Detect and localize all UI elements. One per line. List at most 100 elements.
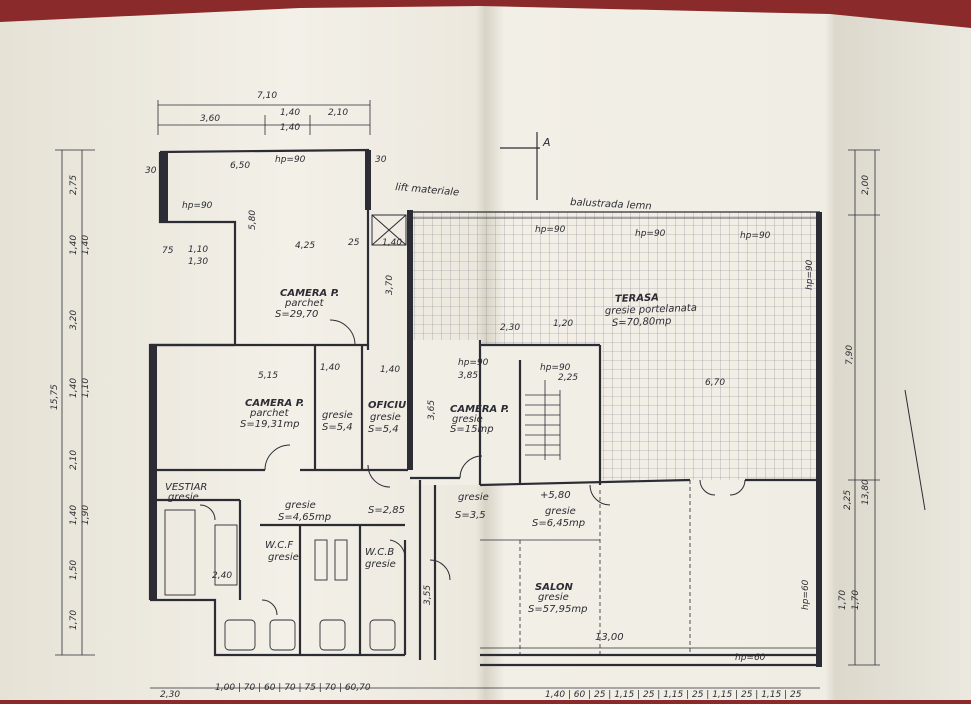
svg-text:S=19,31mp: S=19,31mp [240,419,299,430]
dim-left-j: 1,50 [69,560,79,580]
dim-top-3: 2,10 [328,108,348,118]
room-hol: gresie S=4,65mp [278,500,331,523]
dim-left-c: 1,40 [81,235,91,255]
room-camera-1: CAMERA P. parchet S=29,70 [275,288,339,320]
hall-cutout [412,340,482,485]
dim-670: 6,70 [705,378,725,388]
dim-top-4: 1,40 [280,123,300,133]
room-hol-2-area: S=2,85 [368,505,405,516]
hp90-f: hp=90 [805,259,815,290]
dim-365: 3,65 [427,400,437,420]
dim-515: 5,15 [258,371,278,381]
dim-right-e: 1,70 [838,590,848,610]
dim-left-a: 2,75 [69,175,79,195]
dim-580: 5,80 [248,210,258,230]
stairs [525,380,561,460]
svg-text:gresie: gresie [370,412,401,423]
room-vestiar: VESTIAR gresie [165,482,207,503]
dim-left-k: 1,70 [69,610,79,630]
dim-right-a: 2,00 [861,175,871,195]
dim-right-d: 2,25 [843,490,853,510]
hp90-c: hp=90 [535,225,566,235]
svg-text:W.C.B: W.C.B [365,547,394,558]
dim-425: 4,25 [295,241,315,251]
dim-bottom-2: 1,00 | 70 | 60 | 70 | 75 | 70 | 60,70 [215,683,371,693]
dim-355: 3,55 [423,585,433,605]
svg-text:parchet: parchet [249,408,290,419]
dim-left-f: 1,10 [81,378,91,398]
hp90-e: hp=90 [740,231,771,241]
hp90-b: hp=90 [182,201,213,211]
room-oficiu: OFICIU gresie S=5,4 [368,400,406,435]
hp90-d: hp=90 [635,229,666,239]
room-camera-3: CAMERA P. gresie S=15mp [450,404,509,435]
dim-left-b: 1,40 [69,235,79,255]
dim-right-c: 13,80 [861,479,871,505]
dim-left-i: 1,90 [81,505,91,525]
svg-text:S=15mp: S=15mp [450,424,494,435]
dim-240: 2,40 [212,571,232,581]
svg-text:gresie: gresie [452,414,483,425]
balustrade-label: balustrada lemn [570,197,652,212]
hp90-h: hp=90 [458,358,489,368]
dim-top-2: 1,40 [280,108,300,118]
svg-text:VESTIAR: VESTIAR [165,482,207,493]
dim-140a: 1,40 [382,238,402,248]
svg-text:S=70,80mp: S=70,80mp [612,316,672,329]
svg-text:CAMERA P.: CAMERA P. [450,404,509,415]
dim-110: 1,10 [188,245,208,255]
edge-mark [904,389,926,511]
dim-225: 2,25 [558,373,578,383]
dim-right-f: 1,70 [851,590,861,610]
room-salon: SALON gresie S=57,95mp [528,582,587,615]
dim-left-h: 1,40 [69,505,79,525]
room-hol-3: gresie S=3,5 [455,492,489,521]
section-marker [500,132,540,200]
walls [148,148,822,667]
dim-top-total: 7,10 [257,91,277,101]
room-wcb: W.C.B gresie [365,547,396,570]
left-dimension-lines [55,149,95,656]
dim-75: 75 [162,246,174,256]
dim-140b: 1,40 [320,363,340,373]
fixtures [164,509,396,651]
dim-left-e: 1,40 [69,378,79,398]
svg-text:gresie: gresie [285,500,316,511]
svg-text:S=5,4: S=5,4 [322,422,353,433]
dim-left-g: 2,10 [69,450,79,470]
svg-text:gresie: gresie [458,492,489,503]
svg-text:S=4,65mp: S=4,65mp [278,512,331,523]
dim-370: 3,70 [385,275,395,295]
dim-bottom-3: 1,40 | 60 | 25 | 1,15 | 25 | 1,15 | 25 |… [545,690,802,700]
hp60-b: hp=60 [735,653,766,663]
dim-top-1: 3,60 [200,114,220,124]
hp90-g: hp=90 [540,363,571,373]
svg-text:gresie portelanata: gresie portelanata [605,303,697,317]
right-dimension-lines [848,149,880,666]
svg-text:OFICIU: OFICIU [368,400,406,411]
room-camera-2: CAMERA P. parchet S=19,31mp [240,398,304,430]
dim-140c: 1,40 [380,365,400,375]
dim-1300: 13,00 [595,632,624,643]
svg-text:S=57,95mp: S=57,95mp [528,604,587,615]
dim-385: 3,85 [458,371,478,381]
plus-580-label: +5,80 [540,490,571,501]
svg-text:gresie: gresie [322,410,353,421]
top-dimension-lines [157,100,371,135]
svg-text:CAMERA P.: CAMERA P. [280,288,339,299]
lift-box [371,214,407,246]
hp90-a: hp=90 [275,155,306,165]
dim-left-total: 15,75 [50,384,60,410]
svg-text:S=5,4: S=5,4 [368,424,399,435]
dim-650: 6,50 [230,161,250,171]
svg-text:CAMERA P.: CAMERA P. [245,398,304,409]
svg-text:gresie: gresie [545,506,576,517]
svg-text:S=29,70: S=29,70 [275,309,318,320]
dim-25: 25 [348,238,360,248]
dim-bottom-1: 2,30 [160,690,180,700]
dim-30b: 30 [375,155,387,165]
room-hol-4: gresie S=6,45mp [532,506,585,529]
svg-text:S=3,5: S=3,5 [455,510,486,521]
